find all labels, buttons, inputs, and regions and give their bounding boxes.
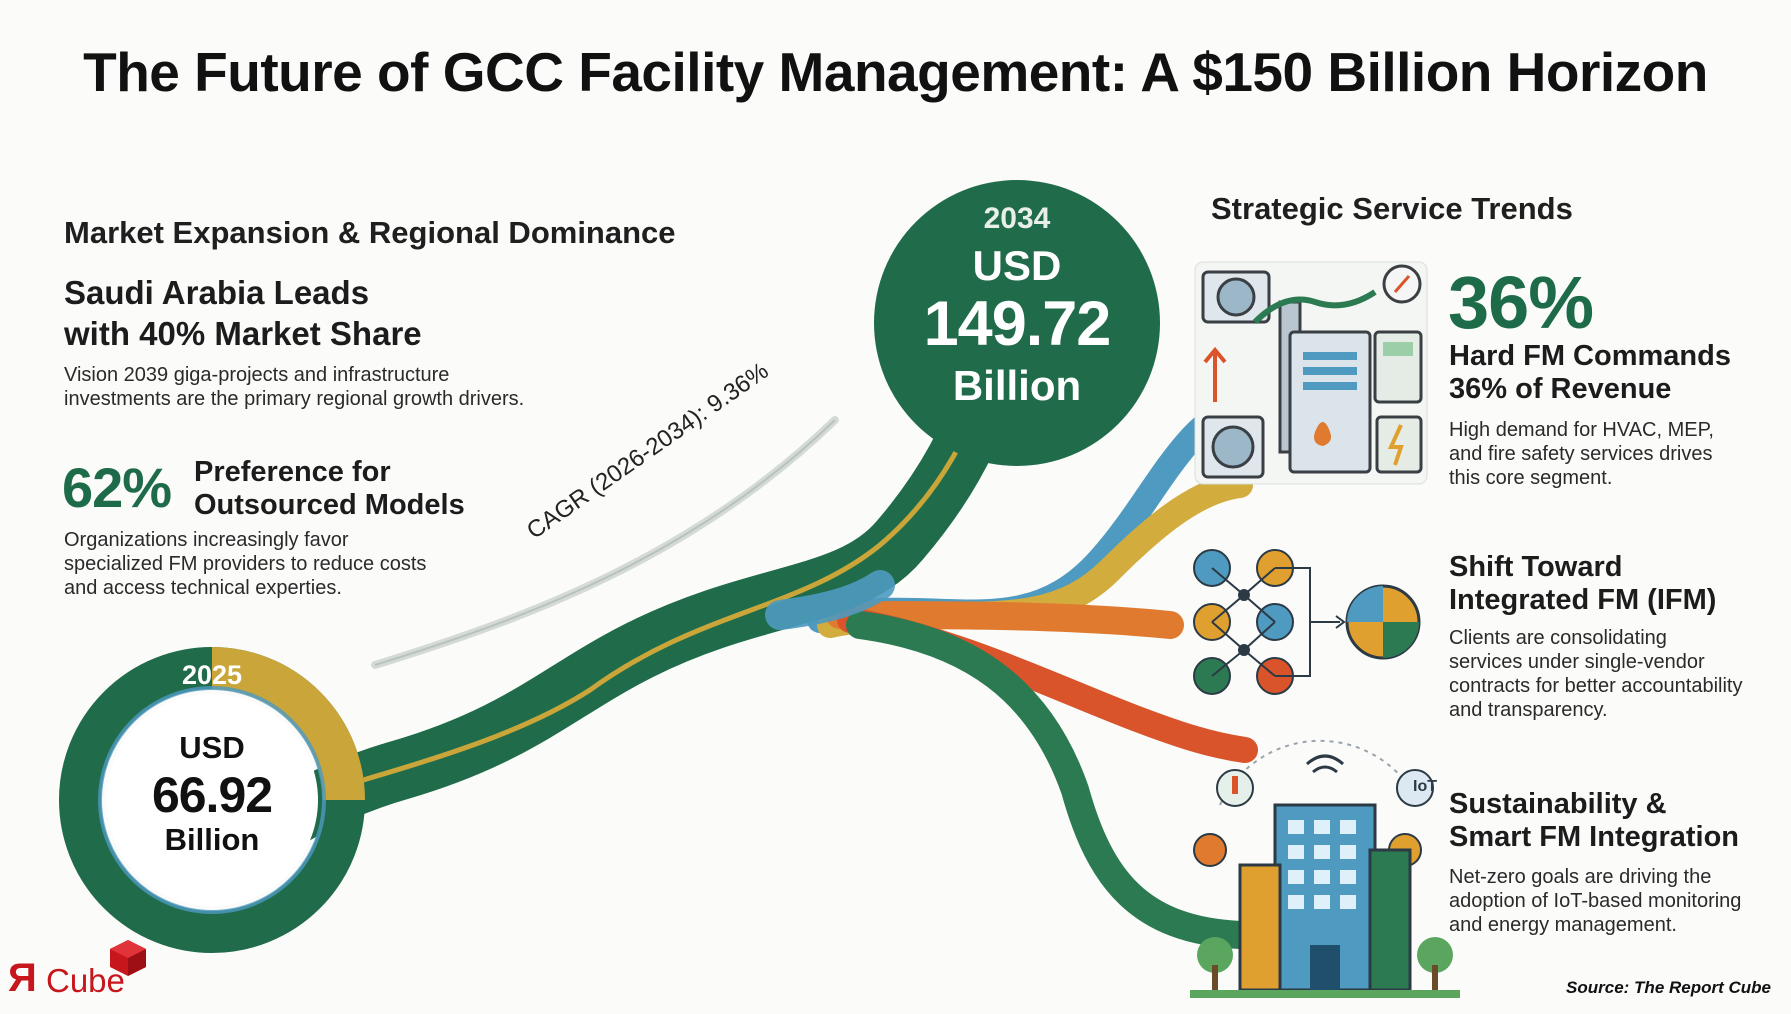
smart-headline-line1: Sustainability & — [1449, 788, 1667, 820]
hard-fm-headline: Hard FM Commands 36% of Revenue — [1449, 340, 1731, 406]
smart-desc-line2: adoption of IoT-based monitoring — [1449, 890, 1742, 912]
ifm-desc-line3: contracts for better accountability — [1449, 675, 1743, 697]
hard-fm-desc-line2: and fire safety services drives — [1449, 443, 1713, 465]
outsourcing-label: Preference for Outsourced Models — [194, 456, 465, 522]
currency-2025: USD — [179, 730, 245, 765]
value-2025: 66.92 — [151, 767, 273, 823]
report-cube-logo: Я Cube — [8, 940, 158, 1002]
outsourcing-desc: Organizations increasingly favor special… — [64, 528, 426, 600]
outsourcing-label-line1: Preference for — [194, 456, 391, 488]
hard-fm-headline-line1: Hard FM Commands — [1449, 340, 1731, 372]
saudi-desc: Vision 2039 giga-projects and infrastruc… — [64, 363, 524, 411]
saudi-headline-line1: Saudi Arabia Leads — [64, 274, 370, 311]
unit-2025: Billion — [164, 822, 260, 857]
market-2025-value: USD 66.92 Billion — [112, 730, 312, 860]
ifm-headline-line1: Shift Toward — [1449, 551, 1623, 583]
year-2025: 2025 — [181, 660, 243, 690]
logo-r: Я — [8, 956, 37, 1000]
source-credit: Source: The Report Cube — [1566, 978, 1771, 997]
hard-fm-headline-line2: 36% of Revenue — [1449, 373, 1672, 405]
ifm-desc-line2: services under single-vendor — [1449, 651, 1705, 673]
ifm-network-icon — [1193, 549, 1421, 695]
ifm-headline-line2: Integrated FM (IFM) — [1449, 584, 1717, 616]
smart-headline: Sustainability & Smart FM Integration — [1449, 788, 1739, 854]
market-2025: 2025 — [142, 660, 282, 700]
unit-2034: Billion — [952, 362, 1082, 409]
outsourcing-percent: 62% — [62, 456, 172, 519]
smart-headline-line2: Smart FM Integration — [1449, 821, 1740, 853]
smart-desc-line1: Net-zero goals are driving the — [1449, 866, 1712, 888]
currency-2034: USD — [972, 242, 1062, 289]
ifm-desc-line4: and transparency. — [1449, 699, 1608, 721]
iot-badge: IoT — [1413, 778, 1437, 795]
left-section-title: Market Expansion & Regional Dominance — [64, 215, 676, 250]
hard-fm-desc: High demand for HVAC, MEP, and fire safe… — [1449, 418, 1714, 490]
saudi-desc-line2: investments are the primary regional gro… — [64, 388, 525, 410]
ring-2025 — [59, 647, 365, 953]
year-2034: 2034 — [983, 202, 1051, 235]
right-section-title: Strategic Service Trends — [1211, 191, 1573, 226]
hard-fm-desc-line1: High demand for HVAC, MEP, — [1449, 419, 1714, 441]
outsourcing-label-line2: Outsourced Models — [194, 489, 465, 521]
hard-fm-percent: 36% — [1448, 261, 1594, 344]
smart-desc: Net-zero goals are driving the adoption … — [1449, 865, 1741, 937]
ifm-headline: Shift Toward Integrated FM (IFM) — [1449, 551, 1716, 617]
saudi-desc-line1: Vision 2039 giga-projects and infrastruc… — [64, 364, 450, 386]
saudi-headline: Saudi Arabia Leads with 40% Market Share — [64, 272, 422, 354]
smart-building-icon — [1190, 739, 1460, 998]
hard-fm-desc-line3: this core segment. — [1449, 467, 1613, 489]
value-2034: 149.72 — [923, 289, 1112, 359]
hvac-plant-icon — [1194, 261, 1428, 485]
ifm-desc-line1: Clients are consolidating — [1449, 627, 1667, 649]
outsourcing-desc-line3: and access technical experties. — [64, 577, 342, 599]
ifm-desc: Clients are consolidating services under… — [1449, 626, 1742, 722]
outsourcing-desc-line2: specialized FM providers to reduce costs — [64, 553, 427, 575]
page-title: The Future of GCC Facility Management: A… — [83, 41, 1708, 103]
logo-text: Cube — [46, 962, 125, 999]
saudi-headline-line2: with 40% Market Share — [64, 315, 422, 352]
outsourcing-desc-line1: Organizations increasingly favor — [64, 529, 349, 551]
smart-desc-line3: and energy management. — [1449, 914, 1677, 936]
ribbon-green — [846, 611, 1254, 949]
cube-logo-icon — [110, 940, 146, 976]
market-2034: 2034 USD 149.72 Billion — [874, 180, 1160, 466]
